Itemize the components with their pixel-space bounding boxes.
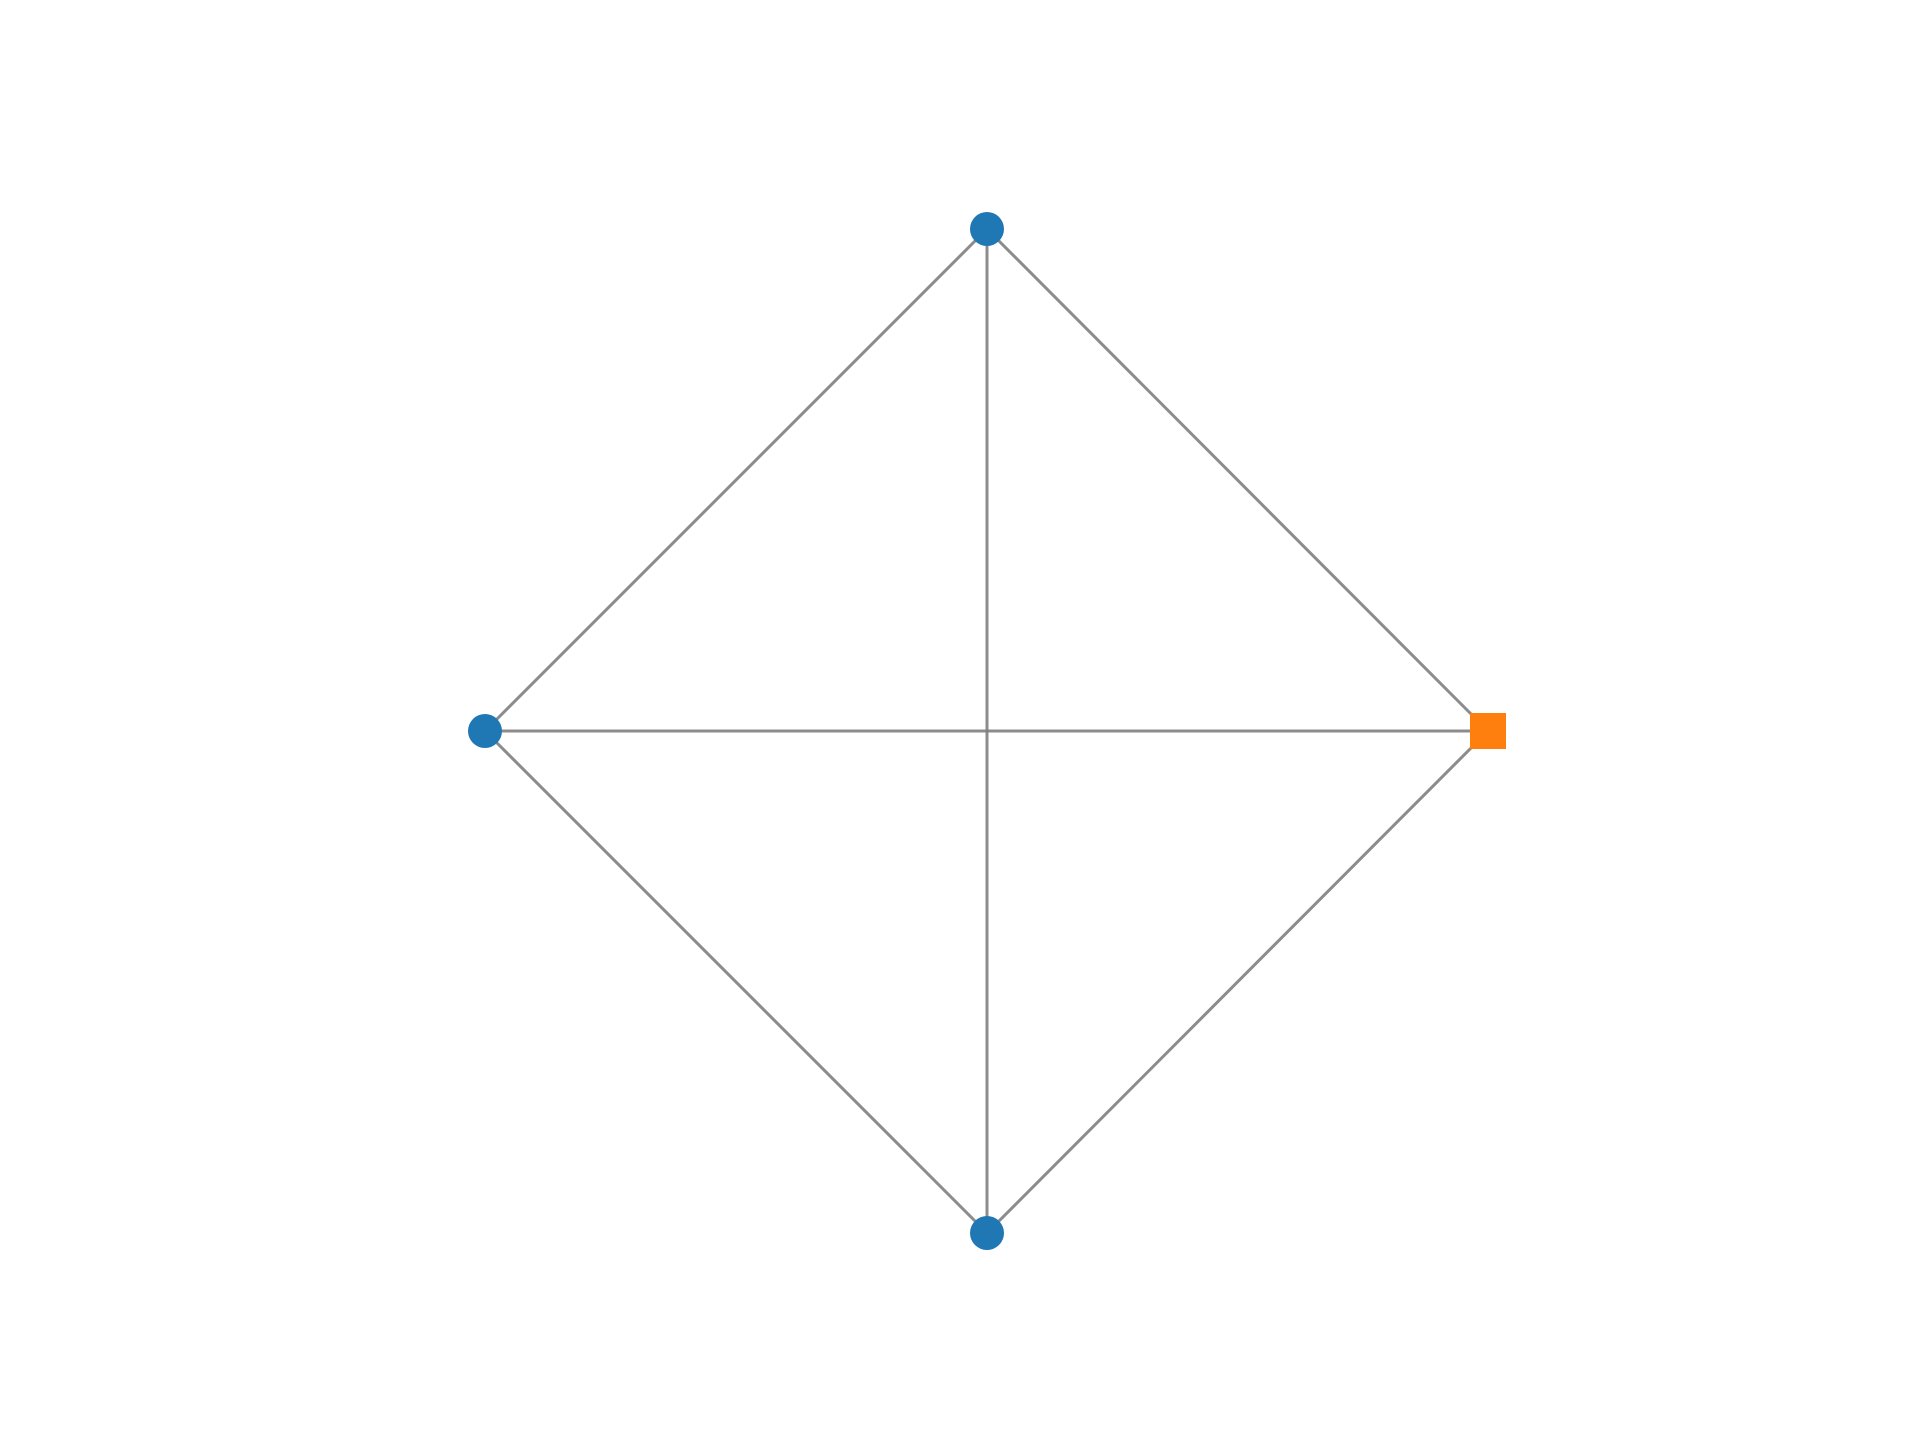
node-bottom (970, 1216, 1004, 1250)
edge-top-left (483, 227, 989, 733)
edges-layer (483, 227, 1490, 1235)
edge-right-bottom (985, 729, 1490, 1235)
node-top (970, 212, 1004, 246)
nodes-layer (468, 212, 1506, 1250)
edge-top-right (985, 227, 1490, 733)
node-left (468, 714, 502, 748)
edge-left-bottom (483, 729, 989, 1235)
node-right (1470, 713, 1506, 749)
